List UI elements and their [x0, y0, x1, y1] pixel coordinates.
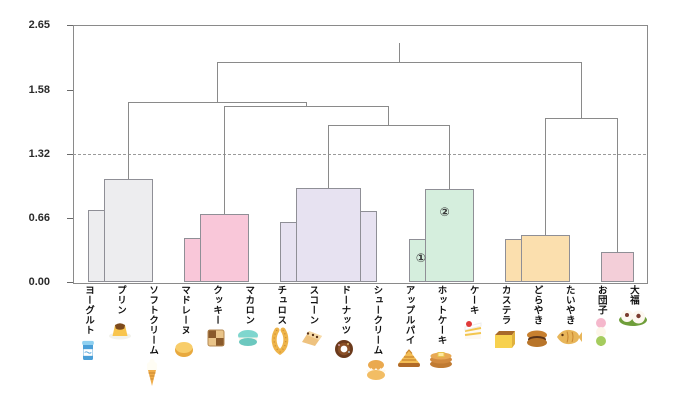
link-bar — [544, 118, 617, 120]
yogurt-icon — [78, 337, 98, 363]
leaf-label: ケーキ — [467, 285, 479, 315]
pancake-icon — [428, 347, 454, 371]
y-tick-label: 0.00 — [28, 276, 50, 288]
leaf-label: ヨーグルト — [82, 285, 94, 335]
link-bar — [217, 61, 581, 63]
castella-icon — [492, 327, 518, 351]
link-stem — [224, 106, 226, 215]
leaf-item: たいやき — [553, 285, 585, 347]
leaf-item: ドーナッツ — [328, 285, 360, 361]
donut-icon — [332, 337, 356, 361]
dorayaki-icon — [524, 327, 550, 349]
link-stem — [217, 61, 219, 102]
leaf-label: シュークリーム — [371, 285, 383, 355]
leaf-item: プリン — [104, 285, 136, 341]
leaf-label: どらやき — [531, 285, 543, 325]
leaf-item: お団子 — [585, 285, 617, 347]
link-bar — [224, 106, 389, 108]
daifuku-icon — [618, 307, 648, 327]
leaf-item: ソフトクリーム — [136, 285, 168, 387]
taiyaki-icon — [555, 327, 583, 347]
link-bar — [328, 124, 449, 126]
leaf-label: たいやき — [563, 285, 575, 325]
scone-icon — [299, 327, 325, 349]
link-stem — [544, 118, 546, 236]
leaf-item: マカロン — [232, 285, 264, 349]
leaf-item: ケーキ — [457, 285, 489, 343]
leaf-label: チュロス — [275, 285, 287, 325]
cluster-block-gray — [104, 179, 154, 282]
y-tick-mark — [67, 282, 73, 283]
churros-icon — [269, 327, 291, 356]
leaf-item: マドレーヌ — [168, 285, 200, 359]
y-tick-mark — [67, 25, 73, 26]
y-tick-mark — [67, 217, 73, 219]
y-tick-label: 1.32 — [28, 147, 50, 160]
apple-pie-icon — [396, 347, 422, 369]
link-bar — [128, 101, 307, 103]
macaron-icon — [235, 327, 261, 349]
y-tick-label: 1.58 — [28, 83, 50, 96]
leaf-item: カステラ — [489, 285, 521, 351]
leaf-label: アップルパイ — [403, 285, 415, 345]
leaf-item: アップルパイ — [393, 285, 425, 369]
y-tick-label: 2.65 — [28, 19, 50, 31]
pudding-icon — [107, 317, 133, 341]
link-stem — [580, 61, 582, 119]
leaf-item: ヨーグルト — [72, 285, 104, 363]
madeleine-icon — [172, 337, 196, 359]
y-tick-mark — [67, 153, 73, 155]
leaf-item: ホットケーキ — [425, 285, 457, 371]
leaf-label: ドーナッツ — [339, 285, 351, 335]
leaf-item: シュークリーム — [360, 285, 392, 381]
cluster-block-pink — [200, 214, 250, 282]
y-tick-mark — [67, 89, 73, 91]
link-stem — [328, 124, 330, 188]
link-stem — [388, 106, 390, 125]
leaf-label: ホットケーキ — [435, 285, 447, 345]
leaf-label: 大福 — [627, 285, 639, 305]
cream-puff-icon — [363, 357, 389, 381]
cut-threshold-line — [73, 153, 646, 155]
cluster-number-annotation: ② — [439, 205, 450, 220]
leaf-label: カステラ — [499, 285, 511, 325]
leaf-item: どらやき — [521, 285, 553, 349]
leaf-item: チュロス — [264, 285, 296, 356]
leaf-item: クッキー — [200, 285, 232, 349]
leaf-item: スコーン — [296, 285, 328, 349]
cake-icon — [461, 317, 485, 343]
leaf-label: ソフトクリーム — [147, 285, 159, 355]
cluster-block-rose — [600, 251, 634, 282]
leaf-label: お団子 — [595, 285, 607, 315]
dango-icon — [593, 317, 609, 347]
cluster-number-annotation: ① — [415, 250, 427, 265]
cluster-block-orange — [520, 235, 570, 282]
leaf-item: 大福 — [617, 285, 649, 327]
cookie-icon — [205, 327, 227, 349]
link-stem — [448, 124, 450, 189]
link-stem — [616, 118, 618, 252]
cluster-block-mint — [424, 188, 474, 282]
y-tick-label: 0.66 — [28, 211, 50, 224]
root-stem — [398, 43, 400, 62]
leaf-label: マカロン — [243, 285, 255, 325]
link-stem — [128, 101, 130, 180]
soft-serve-icon — [143, 357, 161, 387]
cluster-block-purple — [296, 187, 362, 282]
leaf-label: スコーン — [307, 285, 319, 325]
leaf-label: クッキー — [211, 285, 223, 325]
leaf-label: プリン — [115, 285, 127, 315]
link-stem — [306, 101, 308, 107]
leaf-label: マドレーヌ — [179, 285, 191, 335]
